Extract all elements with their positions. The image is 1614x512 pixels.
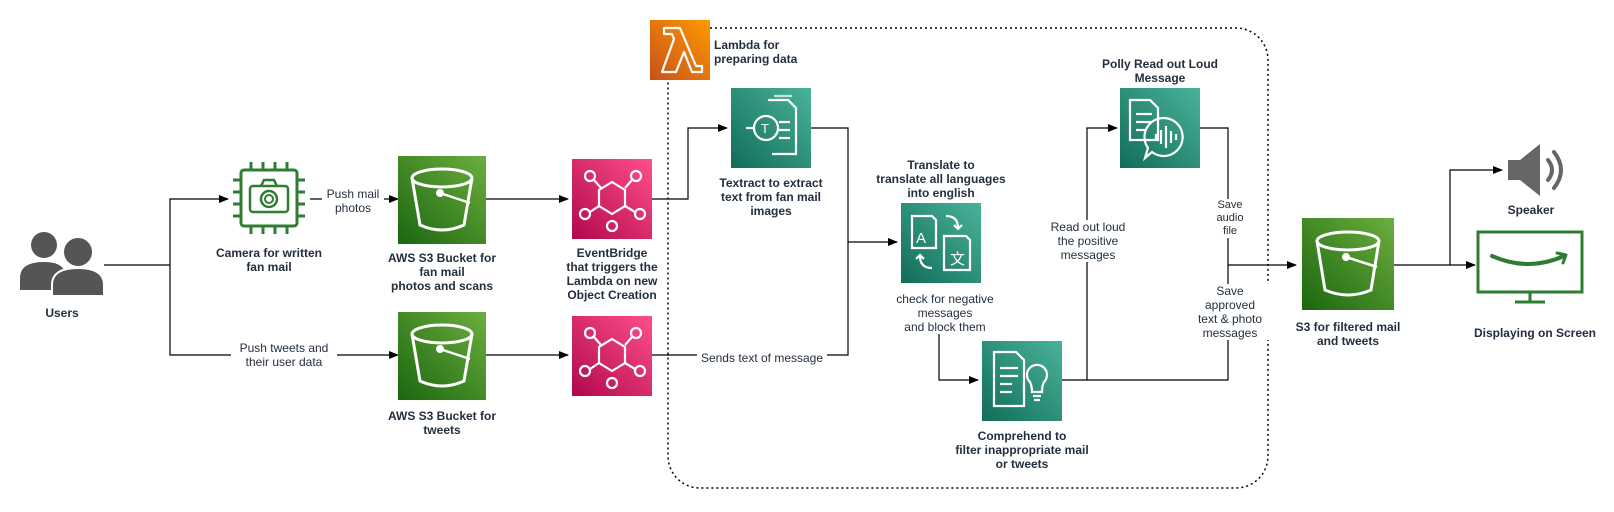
edge-label-sends-text: Sends text of message [697, 351, 827, 365]
edge-label-save-audio: Save audio file [1212, 199, 1248, 238]
svg-text:A: A [916, 230, 926, 247]
users-icon [20, 232, 105, 297]
edge-eventbridge-textract [650, 124, 728, 200]
s3-photos-icon [398, 156, 486, 244]
camera-icon [233, 162, 305, 234]
eventbridge-2-icon [572, 316, 652, 396]
edge-label-save-approved: Save approved text & photo messages [1190, 284, 1270, 340]
lambda-icon [650, 20, 710, 80]
s3-filtered-label: S3 for filtered mail and tweets [1295, 320, 1401, 348]
speaker-icon [1508, 144, 1563, 196]
edge-textract-translate [808, 127, 898, 246]
s3-tweets-icon [398, 312, 486, 400]
speaker-label: Speaker [1507, 203, 1555, 217]
edge-s3-filtered-speaker [1390, 166, 1503, 266]
s3-filtered-icon [1302, 218, 1394, 310]
eventbridge-icon [572, 159, 652, 239]
svg-text:文: 文 [950, 251, 965, 268]
lambda-container [667, 27, 1269, 489]
s3-tweets-label: AWS S3 Bucket for tweets [387, 409, 497, 437]
lambda-label: Lambda for preparing data [714, 38, 798, 66]
edge-label-push-tweets: Push tweets and their user data [231, 341, 337, 369]
eventbridge-label: EventBridge that triggers the Lambda on … [566, 246, 658, 302]
monitor-icon [1476, 230, 1584, 304]
edge-users-camera [104, 195, 229, 266]
edge-translate-comprehend [938, 325, 979, 384]
textract-label: Textract to extract text from fan mail i… [719, 176, 823, 218]
polly-label: Polly Read out Loud Message [1102, 57, 1218, 85]
svg-text:T: T [761, 121, 769, 136]
s3-photos-label: AWS S3 Bucket for fan mail photos and sc… [387, 251, 497, 293]
polly-icon [1120, 88, 1200, 168]
textract-icon: T [731, 88, 811, 168]
translate-label: Translate to translate all languages int… [876, 158, 1006, 200]
comprehend-icon [982, 341, 1062, 421]
comprehend-label: Comprehend to filter inappropriate mail … [955, 429, 1089, 471]
edge-label-read-out-loud: Read out loud the positive messages [1036, 220, 1140, 262]
edge-label-check-negative: check for negative messages and block th… [886, 292, 1004, 334]
translate-icon: A 文 [901, 203, 981, 283]
edge-eventbridge2-translate [650, 242, 849, 356]
screen-label: Displaying on Screen [1473, 326, 1597, 340]
users-label: Users [45, 306, 79, 320]
edge-label-push-mail: Push mail photos [322, 187, 384, 215]
camera-label: Camera for written fan mail [215, 246, 323, 274]
edge-polly-s3-filtered [1196, 127, 1229, 265]
